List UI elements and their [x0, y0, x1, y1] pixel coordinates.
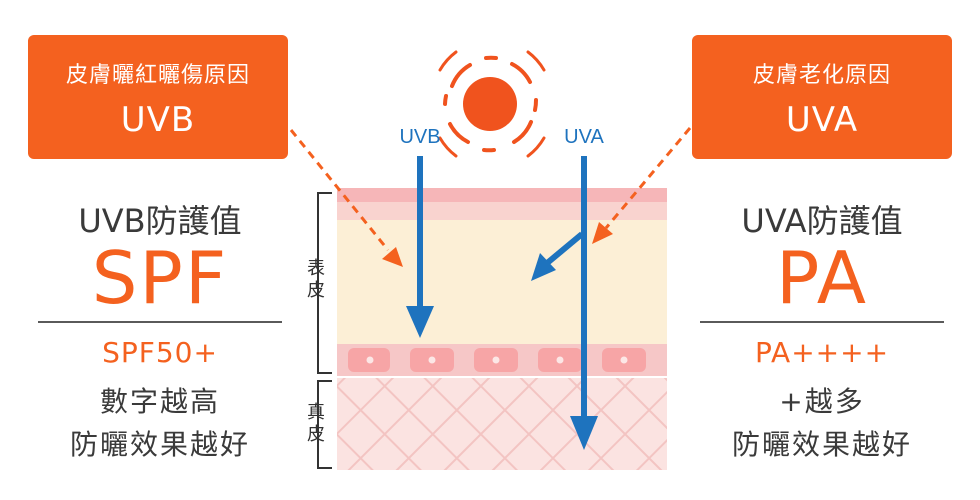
- sun-icon: [438, 50, 546, 158]
- basal-cells: [348, 348, 646, 372]
- uva-divider: [700, 321, 944, 323]
- uvb-cause-subtitle: 皮膚曬紅曬傷原因: [65, 63, 250, 88]
- uva-cause-subtitle: 皮膚老化原因: [752, 63, 891, 88]
- spf-level: SPF50+: [102, 336, 218, 369]
- uva-ray-arrow: [570, 156, 598, 450]
- uvb-protection-heading: UVB防護值: [78, 202, 242, 240]
- epidermis-bracket: [317, 192, 332, 374]
- pa-note-line2: 防曬效果越好: [731, 428, 912, 461]
- uvb-divider: [38, 321, 282, 323]
- dermis-label: 真皮: [307, 402, 325, 445]
- uva-cause-tag: 皮膚老化原因 UVA: [692, 35, 952, 159]
- skin-surface-layer: [337, 188, 667, 202]
- spf-note-line2: 防曬效果越好: [69, 428, 250, 461]
- uvb-ray-arrow: [406, 156, 434, 338]
- pa-label: PA: [775, 236, 869, 320]
- spf-note-line1: 數字越高: [99, 385, 220, 418]
- uvb-callout-arrow: [289, 129, 403, 267]
- epidermis-label: 表皮: [307, 258, 325, 301]
- uva-ray-label: UVA: [564, 126, 604, 148]
- uva-branch-arrow: [531, 231, 584, 281]
- spf-label: SPF: [91, 236, 229, 320]
- uva-protection-heading: UVA防護值: [741, 202, 903, 240]
- uvb-ray-label: UVB: [399, 126, 440, 148]
- pa-level: PA++++: [754, 336, 890, 369]
- pa-note-line1: +越多: [779, 385, 865, 418]
- uvb-cause-tag: 皮膚曬紅曬傷原因 UVB: [28, 35, 288, 159]
- dermis-layer: [337, 378, 667, 470]
- uvb-cause-title: UVB: [120, 100, 196, 140]
- uva-callout-arrow: [592, 127, 692, 244]
- epidermis-layer: [337, 220, 667, 344]
- skin-upper-layer: [337, 202, 667, 220]
- uva-cause-title: UVA: [785, 100, 859, 140]
- dermis-bracket: [317, 380, 332, 469]
